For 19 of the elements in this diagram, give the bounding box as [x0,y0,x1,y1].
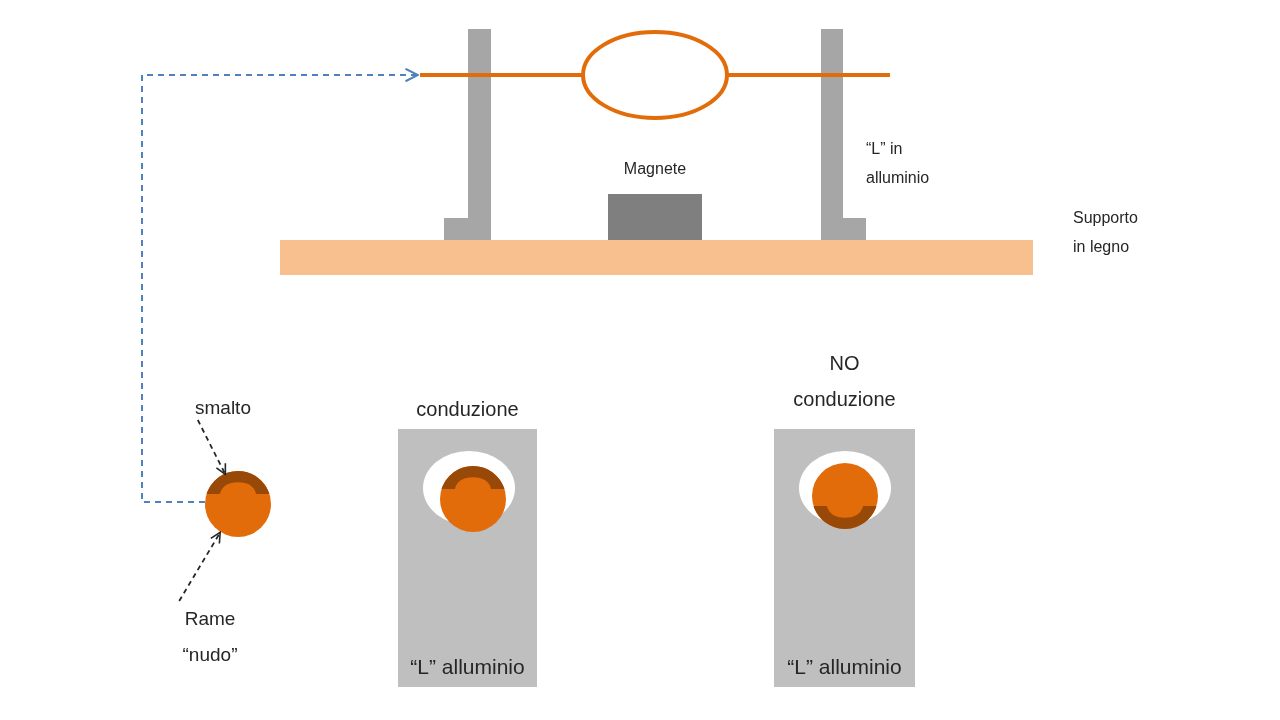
wire-cross-section [205,471,271,537]
part-label: “L” in alluminio [866,139,931,188]
part-label: “L” alluminio [786,654,903,680]
wooden-base [280,240,1033,275]
section-heading: conduzione [415,397,520,422]
magnet-block [608,194,702,240]
section-heading: NO conduzione [792,351,897,412]
leader-line [196,419,227,476]
leader-line [178,531,222,602]
part-label: “L” alluminio [409,654,526,680]
part-label: smalto [195,396,251,420]
aluminium-bracket [821,29,866,240]
part-label: Supporto in legno [1073,208,1139,257]
wire-coil [418,30,892,120]
part-label: Rame “nudo” [166,601,254,673]
enamel-layer [206,471,270,495]
dashed-arrow [141,67,419,503]
part-label: Magnete [622,160,688,178]
aluminium-bracket [444,29,491,240]
